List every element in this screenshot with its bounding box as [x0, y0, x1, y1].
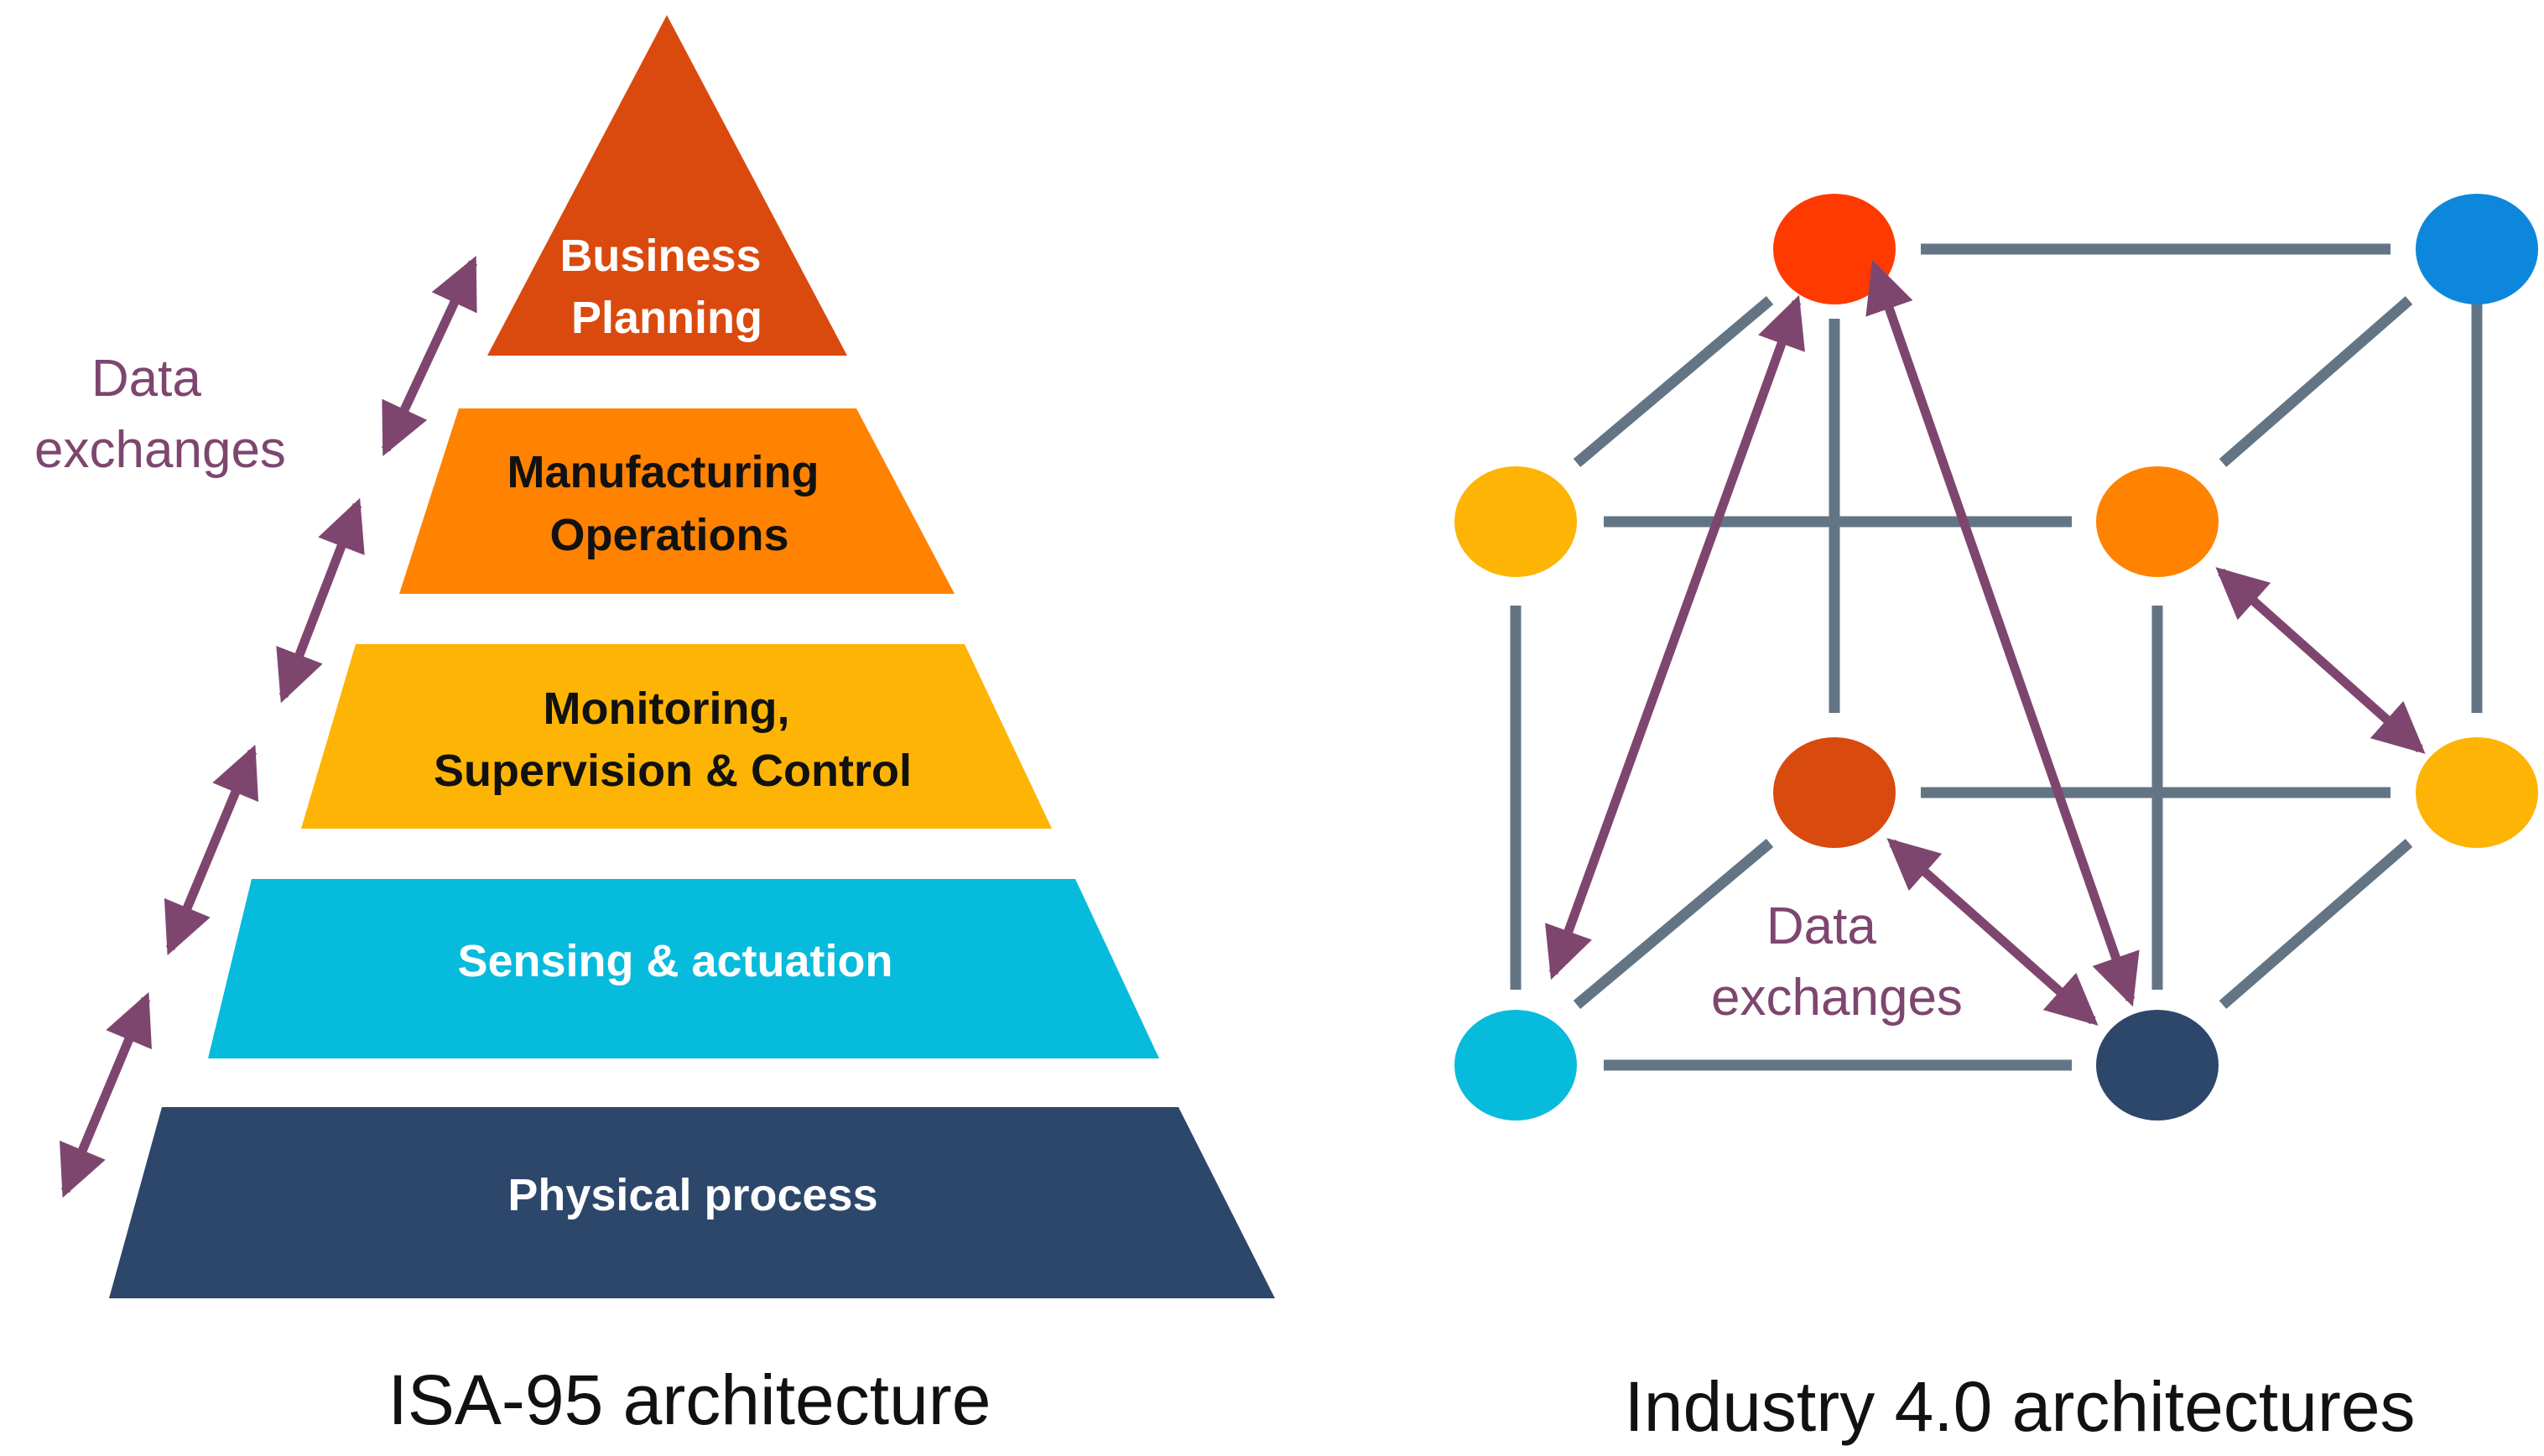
- node-back-bottom-left: [1773, 737, 1896, 848]
- isa95-pyramid: Business Planning Manufacturing Operatio…: [34, 15, 1275, 1439]
- node-front-top-right: [2096, 466, 2219, 577]
- cube-data-exchange-arrows: [1545, 259, 2426, 1026]
- isa95-data-exchange-arrows: [60, 256, 477, 1199]
- arrow-back-top-left-to-front-bottom-left: [1545, 294, 1805, 980]
- arrow-control-sensing: [164, 744, 259, 956]
- layer-business-planning: Business Planning: [487, 15, 847, 356]
- layer-physical-process-label: Physical process: [507, 1170, 877, 1220]
- layer-manufacturing-operations-shape: [399, 408, 955, 594]
- node-front-bottom-right: [2096, 1010, 2219, 1121]
- arrow-sensing-physical: [60, 991, 152, 1199]
- arrow-back-bottom-left-to-front-bottom-right: [1886, 838, 2099, 1026]
- node-back-bottom-right: [2416, 737, 2538, 848]
- layer-monitoring-supervision-control-shape: [301, 644, 1052, 829]
- arrow-operations-control: [276, 497, 365, 704]
- cube-edges: [1510, 243, 2483, 1071]
- isa95-caption: ISA-95 architecture: [388, 1360, 991, 1439]
- arrow-front-top-right-to-back-bottom-right: [2215, 567, 2426, 754]
- layer-monitoring-supervision-control: Monitoring, Supervision & Control: [301, 644, 1052, 829]
- arrow-planning-operations: [382, 256, 477, 456]
- cube-data-exchanges-annotation: Data exchanges: [1711, 897, 1963, 1027]
- edge-connector-top-left: [1573, 296, 1774, 467]
- layer-physical-process-shape: [109, 1107, 1275, 1298]
- layer-sensing-actuation: Sensing & actuation: [208, 879, 1159, 1058]
- node-front-bottom-left: [1454, 1010, 1577, 1121]
- industry40-cube: Data exchanges Industry 4.0 architecture…: [1454, 194, 2538, 1446]
- edge-connector-bottom-right: [2219, 839, 2413, 1009]
- isa95-data-exchanges-annotation: Data exchanges: [34, 350, 286, 479]
- layer-business-planning-label: Business Planning: [559, 231, 773, 343]
- layer-manufacturing-operations-label: Manufacturing Operations: [507, 447, 831, 560]
- layer-monitoring-supervision-control-label: Monitoring, Supervision & Control: [434, 684, 912, 796]
- industry40-caption: Industry 4.0 architectures: [1624, 1367, 2415, 1446]
- layer-manufacturing-operations: Manufacturing Operations: [399, 408, 955, 594]
- node-back-top-right: [2416, 194, 2538, 304]
- node-front-top-left: [1454, 466, 1577, 577]
- layer-physical-process: Physical process: [109, 1107, 1275, 1298]
- layer-sensing-actuation-shape: [208, 879, 1159, 1058]
- node-back-top-left: [1773, 194, 1896, 304]
- layer-sensing-actuation-label: Sensing & actuation: [457, 936, 892, 986]
- arrow-back-top-left-to-front-bottom-right: [1865, 259, 2140, 1007]
- edge-connector-top-right: [2219, 296, 2413, 467]
- layer-business-planning-shape: [487, 15, 847, 356]
